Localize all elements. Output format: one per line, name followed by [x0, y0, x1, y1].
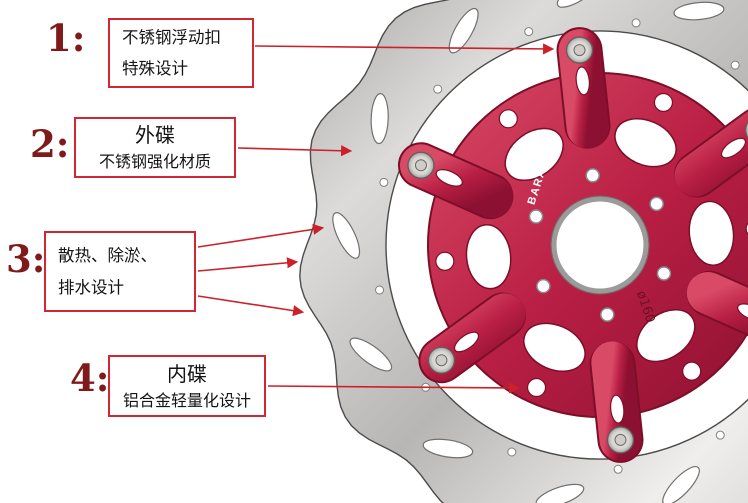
- callout-1-line-2: 特殊设计: [122, 59, 188, 78]
- callout-2-number: 2:: [30, 122, 70, 166]
- leader-line-4: [267, 382, 521, 394]
- callout-4-number: 4:: [70, 356, 110, 400]
- callout-3-line-1: 散热、除淤、: [58, 246, 157, 266]
- callout-4-subtitle: 铝合金轻量化设计: [122, 390, 251, 410]
- callout-2-title: 外碟: [135, 123, 175, 148]
- callout-2-box: 外碟 不锈钢强化材质: [74, 117, 236, 178]
- callout-1-box: 不锈钢浮动扣 特殊设计: [108, 18, 254, 88]
- callout-1-line-1: 不锈钢浮动扣: [122, 27, 221, 47]
- leader-line-1: [254, 43, 555, 55]
- callout-4-title: 内碟: [167, 361, 207, 386]
- callout-3-box: 散热、除淤、 排水设计: [44, 231, 196, 312]
- callout-4-box: 内碟 铝合金轻量化设计: [108, 355, 266, 417]
- leader-line-2: [237, 145, 353, 157]
- callout-leader-lines: [197, 43, 555, 394]
- leader-line-3a: [197, 223, 325, 248]
- callout-3-number: 3:: [6, 237, 46, 281]
- leader-line-3c: [197, 295, 305, 317]
- callout-1-number: 1:: [46, 16, 86, 60]
- rotor-group: [299, 0, 748, 503]
- callout-2-subtitle: 不锈钢强化材质: [98, 152, 211, 172]
- leader-line-3b: [197, 257, 299, 272]
- callout-3-line-2: 排水设计: [58, 277, 124, 297]
